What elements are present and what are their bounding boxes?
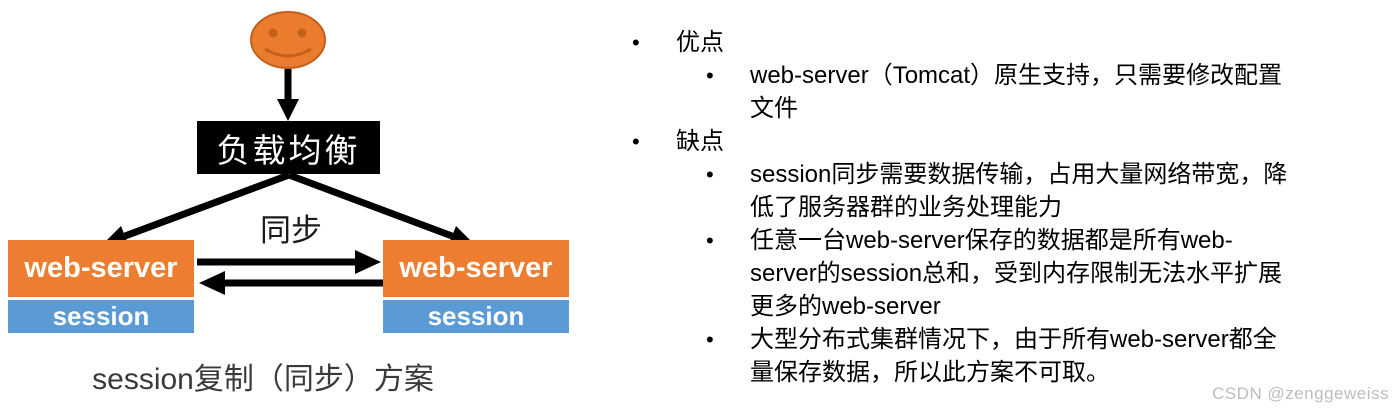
- session-right-node: session: [383, 300, 569, 333]
- bullet-icon: •: [706, 162, 714, 187]
- note-line: 更多的web-server: [750, 293, 941, 320]
- note-line: 低了服务器群的业务处理能力: [750, 194, 1062, 221]
- note-line: 大型分布式集群情况下，由于所有web-server都全: [750, 326, 1277, 353]
- list-item: • web-server（Tomcat）原生支持，只需要修改配置 文件: [622, 59, 1394, 125]
- load-balancer-node: 负载均衡: [197, 121, 380, 174]
- note-line: 优点: [676, 29, 724, 56]
- user-smiley-icon: [250, 11, 326, 69]
- web-server-right-node: web-server: [383, 240, 569, 297]
- bullet-icon: •: [632, 129, 640, 154]
- note-line: 缺点: [676, 128, 724, 155]
- list-item-cons: • 缺点: [622, 125, 1394, 158]
- bullet-icon: •: [706, 63, 714, 88]
- note-line: server的session总和，受到内存限制无法水平扩展: [750, 260, 1283, 287]
- diagram-caption: session复制（同步）方案: [92, 363, 434, 396]
- list-item-pros: • 优点: [622, 26, 1394, 59]
- notes-list: • 优点 • web-server（Tomcat）原生支持，只需要修改配置 文件…: [622, 26, 1394, 389]
- watermark: CSDN @zenggeweiss: [1212, 384, 1389, 403]
- bullet-icon: •: [632, 30, 640, 55]
- sync-arrow-label: 同步: [260, 213, 322, 248]
- note-line: 文件: [750, 95, 798, 122]
- bullet-icon: •: [706, 228, 714, 253]
- arrow-sync-right-icon: [197, 250, 381, 274]
- list-item: • 大型分布式集群情况下，由于所有web-server都全 量保存数据，所以此方…: [622, 323, 1394, 389]
- note-line: web-server（Tomcat）原生支持，只需要修改配置: [750, 62, 1283, 89]
- note-line: 任意一台web-server保存的数据都是所有web-: [750, 227, 1233, 254]
- bullet-icon: •: [706, 327, 714, 352]
- note-line: session同步需要数据传输，占用大量网络带宽，降: [750, 161, 1288, 188]
- note-line: 量保存数据，所以此方案不可取。: [750, 359, 1110, 386]
- session-left-node: session: [8, 300, 194, 333]
- list-item: • 任意一台web-server保存的数据都是所有web- server的ses…: [622, 224, 1394, 323]
- web-server-left-node: web-server: [8, 240, 194, 297]
- list-item: • session同步需要数据传输，占用大量网络带宽，降 低了服务器群的业务处理…: [622, 158, 1394, 224]
- arrow-user-to-loadbalancer-icon: [277, 69, 299, 121]
- arrow-sync-left-icon: [199, 271, 383, 295]
